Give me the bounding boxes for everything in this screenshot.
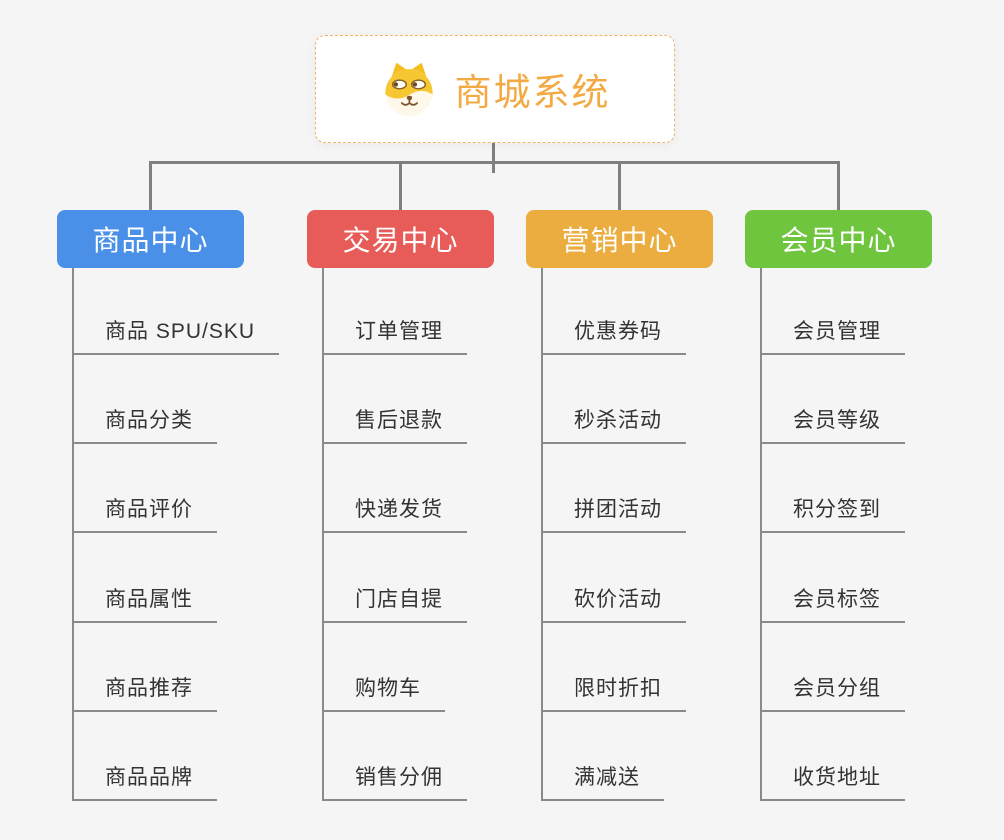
leaf-bargain-activity[interactable]: 砍价活动 [541,585,686,623]
leaf-coupon-code[interactable]: 优惠券码 [541,317,686,355]
leaf-member-tag[interactable]: 会员标签 [760,585,905,623]
leaf-time-limited-discount[interactable]: 限时折扣 [541,674,686,712]
leaf-group-buy[interactable]: 拼团活动 [541,495,686,533]
leaf-product-category[interactable]: 商品分类 [72,406,217,444]
branch-trunk-trade [322,268,324,801]
leaf-points-checkin[interactable]: 积分签到 [760,495,905,533]
leaf-product-recommend[interactable]: 商品推荐 [72,674,217,712]
branch-trunk-marketing [541,268,543,801]
branch-trunk-member [760,268,762,801]
connector-drop-product [149,164,152,210]
branch-header-trade-center[interactable]: 交易中心 [307,210,494,268]
branch-header-member-center[interactable]: 会员中心 [745,210,932,268]
connector-drop-trade [399,164,402,210]
leaf-member-level[interactable]: 会员等级 [760,406,905,444]
leaf-product-spu-sku[interactable]: 商品 SPU/SKU [72,317,280,355]
leaf-shopping-cart[interactable]: 购物车 [322,674,445,712]
leaf-after-sale-refund[interactable]: 售后退款 [322,406,467,444]
leaf-product-review[interactable]: 商品评价 [72,495,217,533]
leaf-flash-sale[interactable]: 秒杀活动 [541,406,686,444]
root-title: 商城系统 [454,72,611,113]
root-node[interactable]: 商城系统 [315,35,675,143]
leaf-member-management[interactable]: 会员管理 [760,317,905,355]
leaf-express-delivery[interactable]: 快递发货 [322,495,467,533]
leaf-product-attribute[interactable]: 商品属性 [72,585,217,623]
doge-icon [384,62,433,117]
leaf-full-reduction[interactable]: 满减送 [541,763,664,801]
branch-header-product-center[interactable]: 商品中心 [57,210,244,268]
branch-header-marketing-center[interactable]: 营销中心 [526,210,713,268]
leaf-store-pickup[interactable]: 门店自提 [322,585,467,623]
leaf-sales-commission[interactable]: 销售分佣 [322,763,467,801]
leaf-order-management[interactable]: 订单管理 [322,317,467,355]
leaf-shipping-address[interactable]: 收货地址 [760,763,905,801]
connector-root-stem [492,143,495,162]
connector-drop-marketing [618,164,621,210]
leaf-product-brand[interactable]: 商品品牌 [72,763,217,801]
connector-drop-member [837,164,840,210]
connector-root-stub [492,164,495,173]
branch-trunk-product [72,268,74,801]
connector-horizontal-bar [149,161,840,164]
leaf-member-group[interactable]: 会员分组 [760,674,905,712]
